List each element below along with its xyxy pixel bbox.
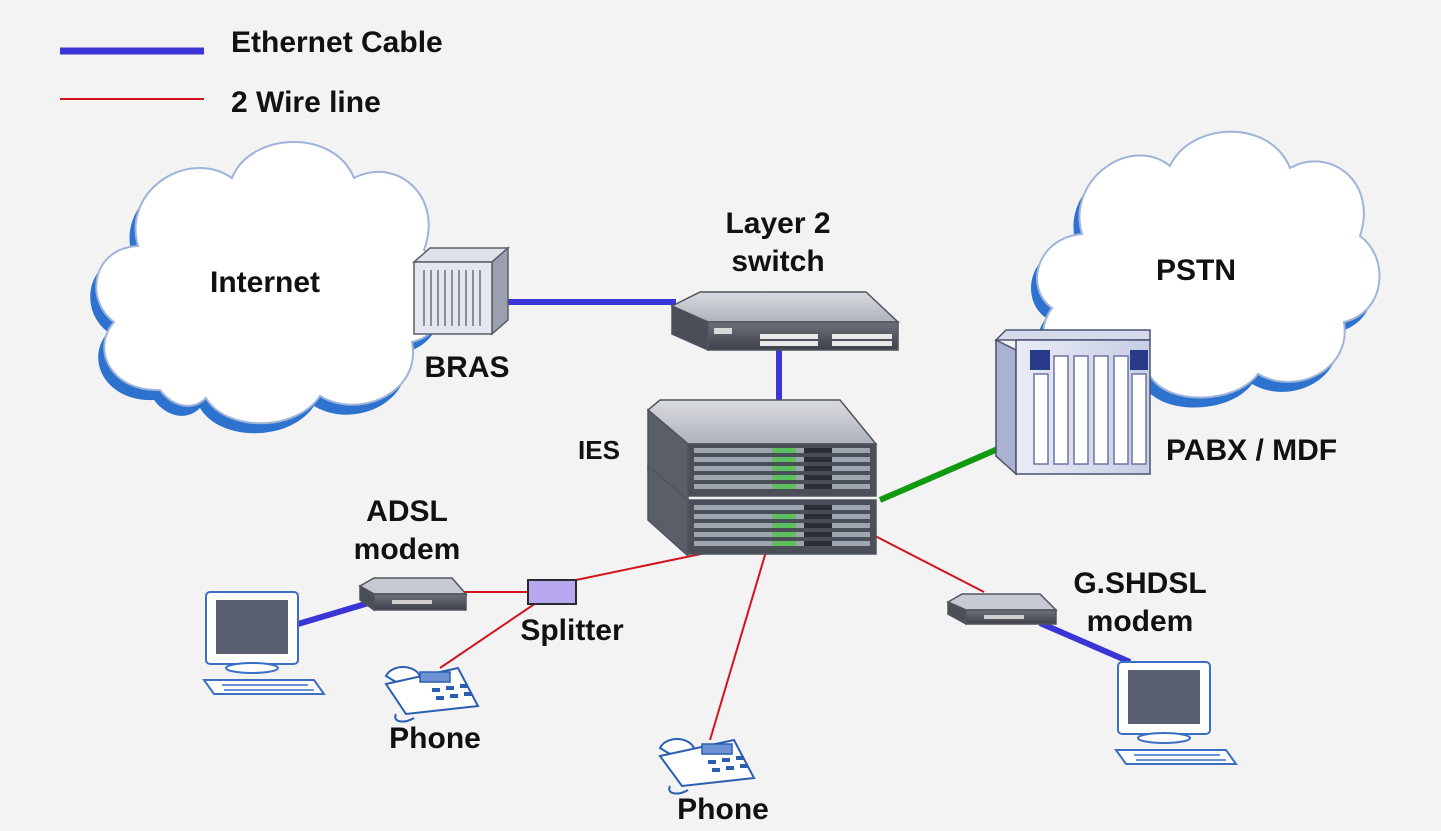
phone-center-icon: [658, 738, 756, 795]
splitter-icon: [527, 579, 577, 605]
splitter-label: Splitter: [520, 614, 624, 647]
internet-label: Internet: [209, 266, 320, 299]
legend-two-wire-label: 2 Wire line: [231, 86, 381, 119]
pstn-label: PSTN: [1155, 254, 1236, 287]
phone-center-label: Phone: [677, 793, 769, 826]
gshdsl-modem-label-line2: modem: [1086, 605, 1194, 638]
layer2-switch-icon: [670, 291, 900, 352]
phone-left-label: Phone: [389, 722, 481, 755]
bras-label: BRAS: [424, 351, 510, 384]
ies-chassis-icon: [646, 399, 878, 558]
wire-ies-phone: [709, 544, 769, 741]
adsl-modem-label-line2: modem: [353, 533, 461, 566]
pabx-mdf-cabinet-icon: [994, 329, 1151, 476]
link-pc-adsl: [297, 599, 373, 627]
computer-right-icon: [1114, 661, 1238, 765]
phone-left-icon: [384, 666, 480, 723]
gshdsl-modem-icon: [946, 593, 1058, 626]
adsl-modem-label-line1: ADSL: [366, 495, 448, 528]
legend-ethernet-label: Ethernet Cable: [231, 26, 443, 59]
switch-label-line1: Layer 2: [725, 207, 831, 240]
ies-label: IES: [578, 435, 620, 465]
computer-left-icon: [202, 591, 326, 695]
gshdsl-modem-label-line1: G.SHDSL: [1073, 567, 1207, 600]
link-ies-pabx: [878, 445, 1002, 503]
wire-splitter-phone: [439, 602, 537, 669]
switch-label-line2: switch: [731, 245, 825, 278]
pabx-label: PABX / MDF: [1166, 434, 1338, 467]
internet-cloud: [90, 141, 449, 434]
adsl-modem-icon: [358, 577, 468, 612]
link-gshdsl-pc: [1038, 620, 1132, 665]
bras-server-icon: [412, 246, 510, 336]
